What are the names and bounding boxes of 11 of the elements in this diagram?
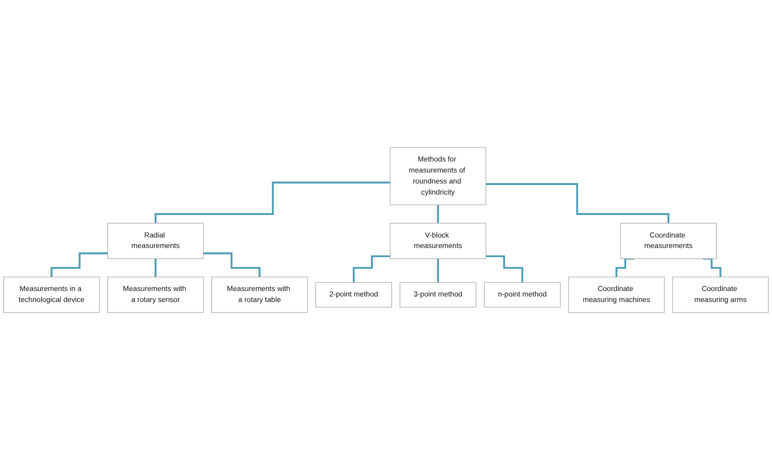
connector	[486, 255, 524, 284]
connector	[437, 258, 439, 284]
connector	[437, 204, 439, 224]
connector	[352, 255, 390, 284]
connector	[486, 183, 670, 224]
connector	[702, 258, 722, 278]
connector	[616, 258, 634, 278]
connector	[154, 182, 390, 224]
connector	[203, 252, 260, 278]
connector	[154, 258, 156, 278]
connector	[50, 252, 108, 278]
